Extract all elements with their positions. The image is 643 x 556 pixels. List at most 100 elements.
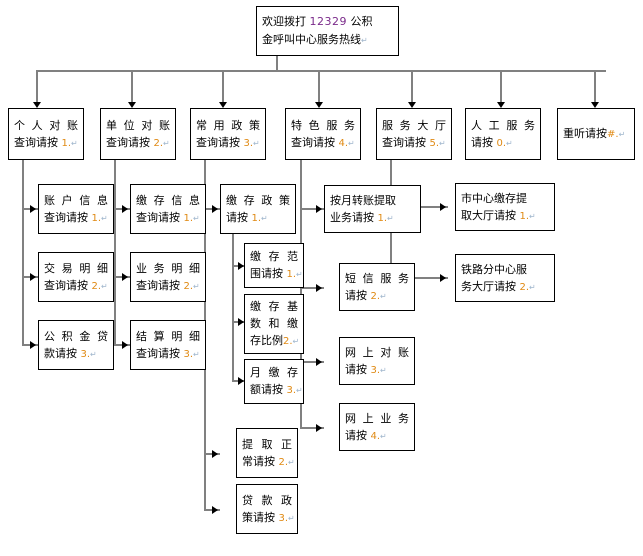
arrowhead-down-1 [33,102,41,108]
arrowhead-right-c4-4 [316,424,322,432]
l1-7-line1: 重听请按#.↵ [563,127,626,140]
connector-drop-6 [500,70,502,102]
connector-level1-bus [36,70,606,72]
g3-1-line2: 围请按 1.↵ [250,267,303,280]
node-c4-online-reconciliation[interactable]: 网上对账 请按 3.↵ [339,337,415,385]
c4-1-line2: 业务请按 1.↵ [330,210,394,224]
c5-1-line2: 取大厅请按 1.↵ [461,208,536,222]
node-l1-service-hall[interactable]: 服务大厅 查询请按 5.↵ [376,108,452,160]
node-c2-settlement-detail[interactable]: 结算明细 查询请按 3.↵ [130,320,206,370]
node-l1-repeat[interactable]: 重听请按#.↵ [557,108,635,160]
node-c2-deposit-info[interactable]: 缴存信息 查询请按 1.↵ [130,184,206,234]
node-l1-personal-account[interactable]: 个人对账 查询请按 1.↵ [8,108,84,160]
g3-1-line1: 缴存范 [250,250,298,263]
pilcrow-mark: ↵ [361,35,368,45]
c4-1-key: 1. [377,212,388,224]
node-g3-deposit-scope[interactable]: 缴存范 围请按 1.↵ [244,243,304,288]
c1-3-key: 3. [80,348,91,360]
node-c4-monthly-transfer-withdrawal[interactable]: 按月转账提取 业务请按 1.↵ [324,185,421,233]
l1-3-line2: 查询请按 3.↵ [196,135,260,149]
l1-5-line2: 查询请按 5.↵ [382,135,446,149]
connector-col5-branch-2 [390,277,448,279]
c3-2-line1: 提取正 [242,437,292,451]
node-c2-business-detail[interactable]: 业务明细 查询请按 2.↵ [130,252,206,302]
node-c1-account-info[interactable]: 账户信息 查询请按 1.↵ [38,184,114,234]
node-l1-special-service[interactable]: 特色服务 查询请按 4.↵ [285,108,361,160]
c4-3-line1: 网上对账 [345,345,409,359]
node-c4-sms-service[interactable]: 短信服务 请按 2.↵ [339,263,415,311]
node-g3-monthly-deposit-amount[interactable]: 月缴存 额请按 3.↵ [244,359,304,404]
l1-4-key: 4. [338,137,349,149]
arrowhead-right-c2-3 [122,341,128,349]
c4-3-key: 3. [370,364,381,376]
c5-2-key: 2. [519,281,530,293]
connector-drop-4 [318,70,320,102]
l1-4-line1: 特色服务 [291,118,355,132]
connector-drop-1 [36,70,38,102]
c2-3-line2: 查询请按 3.↵ [136,346,200,360]
c3-2-line2: 常请按 2.↵ [242,454,295,468]
node-c5-city-center-hall[interactable]: 市中心缴存提 取大厅请按 1.↵ [455,183,555,231]
l1-5-line1: 服务大厅 [382,118,446,132]
node-l1-human-service[interactable]: 人工服务 请按 0.↵ [465,108,541,160]
connector-col4-branch-2 [300,287,324,289]
root-line-2: 金呼叫中心服务热线↵ [262,32,368,46]
node-c5-railway-branch-hall[interactable]: 铁路分中心服 务大厅请按 2.↵ [455,254,555,302]
c2-3-line1: 结算明细 [136,329,200,343]
c4-2-key: 2. [370,290,381,302]
l1-1-line1: 个人对账 [14,118,78,132]
c2-2-line2: 查询请按 2.↵ [136,278,200,292]
arrowhead-right-c1-2 [30,273,36,281]
c1-3-line1: 公积金贷 [44,329,108,343]
c1-2-line1: 交易明细 [44,261,108,275]
node-l1-common-policy[interactable]: 常用政策 查询请按 3.↵ [190,108,266,160]
arrowhead-down-7 [591,102,599,108]
arrowhead-right-c1-3 [30,341,36,349]
arrowhead-down-4 [315,102,323,108]
connector-col4-branch-4 [300,427,324,429]
node-root-welcome[interactable]: 欢迎拨打 12329 公积 金呼叫中心服务热线↵ [256,6,399,56]
connector-drop-5 [411,70,413,102]
c5-1-line1: 市中心缴存提 [461,191,527,205]
c3-1-line2: 请按 1.↵ [226,210,268,224]
c2-1-key: 1. [183,212,194,224]
c3-1-line1: 缴存政策 [226,193,290,207]
l1-5-key: 5. [429,137,440,149]
l1-1-line2: 查询请按 1.↵ [14,135,78,149]
node-g3-deposit-base-ratio[interactable]: 缴存基 数和缴 存比例2.↵ [244,294,304,354]
root-line-1: 欢迎拨打 12329 公积 [262,14,373,28]
node-c4-online-business[interactable]: 网上业务 请按 4.↵ [339,403,415,451]
arrowhead-right-c2-2 [122,273,128,281]
node-l1-company-account[interactable]: 单位对账 查询请按 2.↵ [100,108,176,160]
c4-4-line1: 网上业务 [345,411,409,425]
c3-3-line1: 贷款政 [242,493,292,507]
node-c1-transaction-detail[interactable]: 交易明细 查询请按 2.↵ [38,252,114,302]
arrowhead-right-c4-3 [316,358,322,366]
l1-6-line1: 人工服务 [471,118,535,132]
c1-1-line2: 查询请按 1.↵ [44,210,108,224]
node-c3-normal-withdrawal[interactable]: 提取正 常请按 2.↵ [236,428,298,478]
c4-4-key: 4. [370,430,381,442]
l1-6-line2: 请按 0.↵ [471,135,513,149]
g3-3-line1: 月缴存 [250,366,298,379]
connector-drop-7 [594,70,596,102]
g3-3-line2: 额请按 3.↵ [250,383,303,396]
arrowhead-down-6 [497,102,505,108]
root-hotline-number: 12329 [309,14,347,28]
arrowhead-right-c4-1 [316,205,322,213]
c4-3-line2: 请按 3.↵ [345,362,387,376]
node-c1-housing-fund-loan[interactable]: 公积金贷 款请按 3.↵ [38,320,114,370]
l1-2-line1: 单位对账 [106,118,170,132]
arrowhead-right-c4-2 [316,284,322,292]
c5-2-line1: 铁路分中心服 [461,262,527,276]
arrowhead-right-c3-1 [212,205,218,213]
arrowhead-right-c1-1 [30,205,36,213]
connector-col4-branch-3 [300,361,324,363]
node-c3-loan-policy[interactable]: 贷款政 策请按 3.↵ [236,484,298,534]
c1-3-line2: 款请按 3.↵ [44,346,97,360]
c2-2-key: 2. [183,280,194,292]
node-c3-deposit-policy[interactable]: 缴存政策 请按 1.↵ [220,184,296,234]
c4-1-line1: 按月转账提取 [330,193,396,207]
c2-1-line2: 查询请按 1.↵ [136,210,200,224]
arrowhead-right-g3-1 [238,262,244,270]
